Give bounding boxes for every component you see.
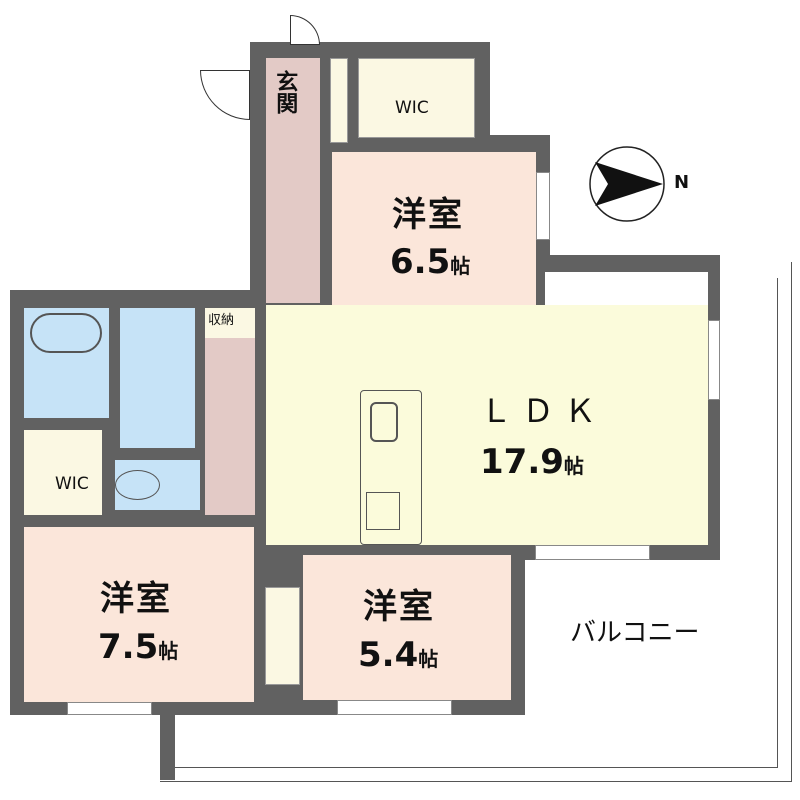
- ldk-notch: [545, 272, 708, 305]
- western-room-6-5-name: 洋室: [392, 195, 464, 235]
- western-room-7-5-name: 洋室: [100, 579, 172, 619]
- compass: [588, 145, 666, 223]
- western-room-6-5-size: 6.5帖: [390, 242, 471, 282]
- entrance-side-door[interactable]: [200, 70, 250, 120]
- balcony-label: バルコニー: [570, 618, 700, 648]
- window-5-4: [337, 700, 452, 715]
- bathtub-icon: [30, 313, 102, 353]
- western-room-7-5: [24, 527, 254, 702]
- wall-bottom-stub: [160, 710, 175, 780]
- western-room-7-5-size: 7.5帖: [98, 627, 179, 667]
- western-room-5-4: [303, 555, 511, 700]
- wic-left: [24, 430, 102, 515]
- western-room-5-4-name: 洋室: [363, 587, 435, 627]
- sink-icon: [370, 402, 398, 442]
- entrance: [266, 58, 320, 143]
- hallway-lower: [205, 335, 255, 515]
- kitchen-counter: [360, 390, 422, 545]
- ldk-name: ＬＤＫ: [480, 392, 607, 430]
- balcony-outer: [160, 262, 792, 782]
- stove-icon: [366, 492, 400, 530]
- shoe-closet: [330, 58, 348, 143]
- toilet-icon: [115, 470, 160, 500]
- wic-top: [358, 58, 475, 138]
- ldk-size: 17.9帖: [480, 442, 584, 482]
- wic-left-label: WIC: [55, 474, 89, 494]
- window-7-5: [67, 702, 152, 715]
- window-ldk-right: [708, 320, 720, 400]
- western-room-6-5: [332, 152, 536, 328]
- storage-label: 収納: [208, 313, 235, 328]
- entrance-label: 玄関: [272, 70, 298, 114]
- entrance-door[interactable]: [290, 15, 320, 45]
- ldk: [266, 305, 708, 545]
- closet-5-4: [265, 587, 300, 685]
- compass-label: N: [674, 172, 690, 193]
- wic-top-label: WIC: [395, 98, 429, 118]
- western-room-5-4-size: 5.4帖: [358, 635, 439, 675]
- window-6-5: [536, 172, 550, 240]
- hallway: [266, 143, 320, 303]
- storage: [205, 308, 255, 338]
- north-arrow-icon: [589, 146, 665, 222]
- washroom: [120, 308, 195, 448]
- window-ldk-bottom: [535, 545, 650, 560]
